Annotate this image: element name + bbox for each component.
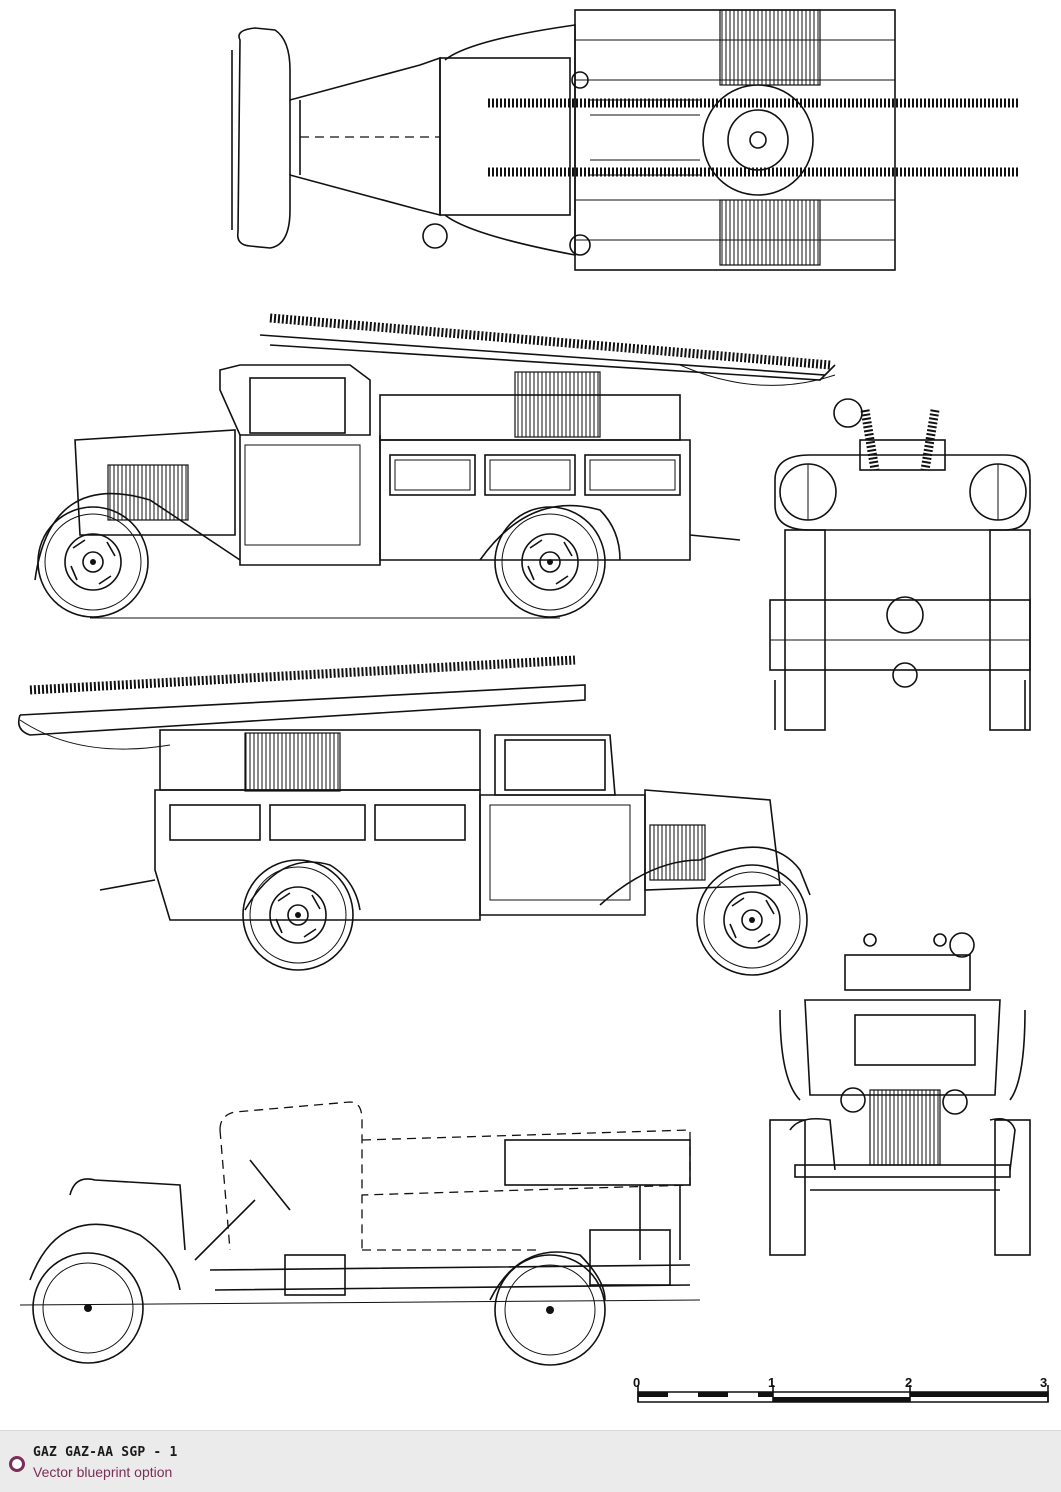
scale-tick-2: 2	[905, 1375, 912, 1390]
footer-bar: GAZ GAZ-AA SGP - 1 Vector blueprint opti…	[0, 1430, 1061, 1492]
side-view-left	[34, 313, 836, 619]
scale-tick-1: 1	[768, 1375, 775, 1390]
front-view	[769, 932, 1031, 1256]
footer-subtitle[interactable]: Vector blueprint option	[33, 1464, 173, 1480]
blueprint-drawing: 0 1 2 3	[17, 9, 1049, 1403]
scale-tick-3: 3	[1040, 1375, 1047, 1390]
footer-title: GAZ GAZ-AA SGP - 1	[33, 1445, 178, 1460]
scale-tick-0: 0	[633, 1375, 640, 1390]
rear-view	[769, 398, 1031, 731]
ring-icon	[9, 1456, 25, 1472]
top-view	[231, 9, 1020, 271]
side-view-right	[17, 655, 811, 976]
chassis-view	[19, 1101, 701, 1366]
blueprint-sheet: 0 1 2 3	[17, 9, 1049, 1403]
scale-bar: 0 1 2 3	[633, 1375, 1049, 1403]
